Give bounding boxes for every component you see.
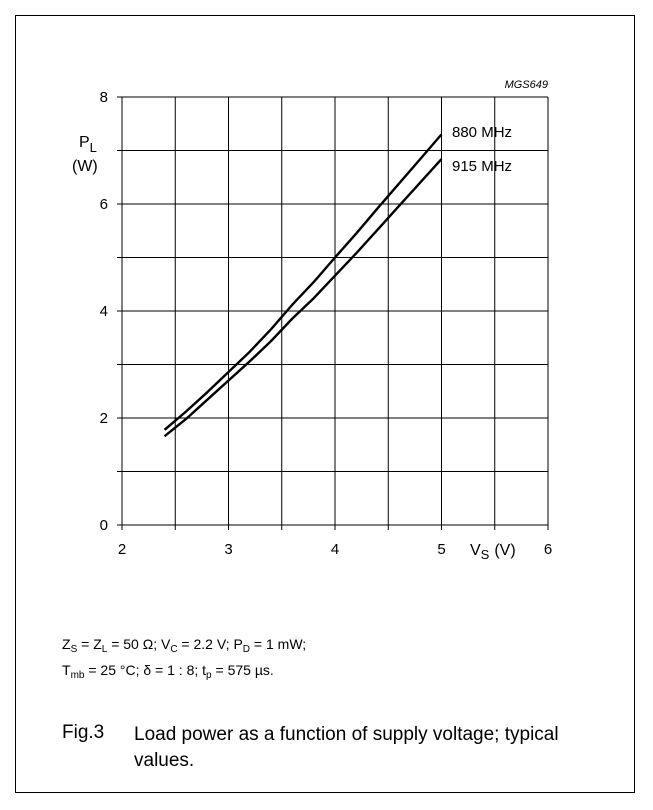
y-tick-label: 2 bbox=[100, 410, 108, 427]
y-tick-label: 6 bbox=[100, 196, 108, 213]
series-line-1 bbox=[163, 158, 443, 438]
series-label-915: 915 MHz bbox=[452, 158, 512, 175]
x-axis-label: VS(V) bbox=[470, 542, 516, 562]
y-axis-unit: (W) bbox=[72, 158, 98, 175]
x-tick-label: 4 bbox=[331, 541, 339, 558]
y-axis-label: PL bbox=[79, 134, 97, 155]
grid bbox=[117, 96, 549, 530]
x-tick-label: 3 bbox=[224, 541, 232, 558]
x-tick-label: 6 bbox=[544, 541, 552, 558]
figure-frame bbox=[15, 15, 635, 793]
x-tick-label: 2 bbox=[118, 541, 126, 558]
series-line-0 bbox=[163, 133, 443, 431]
figure-caption: Load power as a function of supply volta… bbox=[134, 724, 559, 771]
x-tick-label: 5 bbox=[437, 541, 445, 558]
series-label-880: 880 MHz bbox=[452, 124, 512, 141]
conditions-line-2: Tmb = 25 °C; δ = 1 : 8; tp = 575 µs. bbox=[62, 662, 274, 681]
conditions-line-1: ZS = ZL = 50 Ω; VC = 2.2 V; PD = 1 mW; bbox=[62, 636, 307, 655]
y-tick-label: 4 bbox=[100, 303, 108, 320]
figure-number: Fig.3 bbox=[62, 722, 105, 743]
series-lines bbox=[163, 133, 443, 438]
figure-code: MGS649 bbox=[505, 79, 548, 91]
y-tick-label: 0 bbox=[100, 517, 108, 534]
y-tick-label: 8 bbox=[100, 89, 108, 106]
